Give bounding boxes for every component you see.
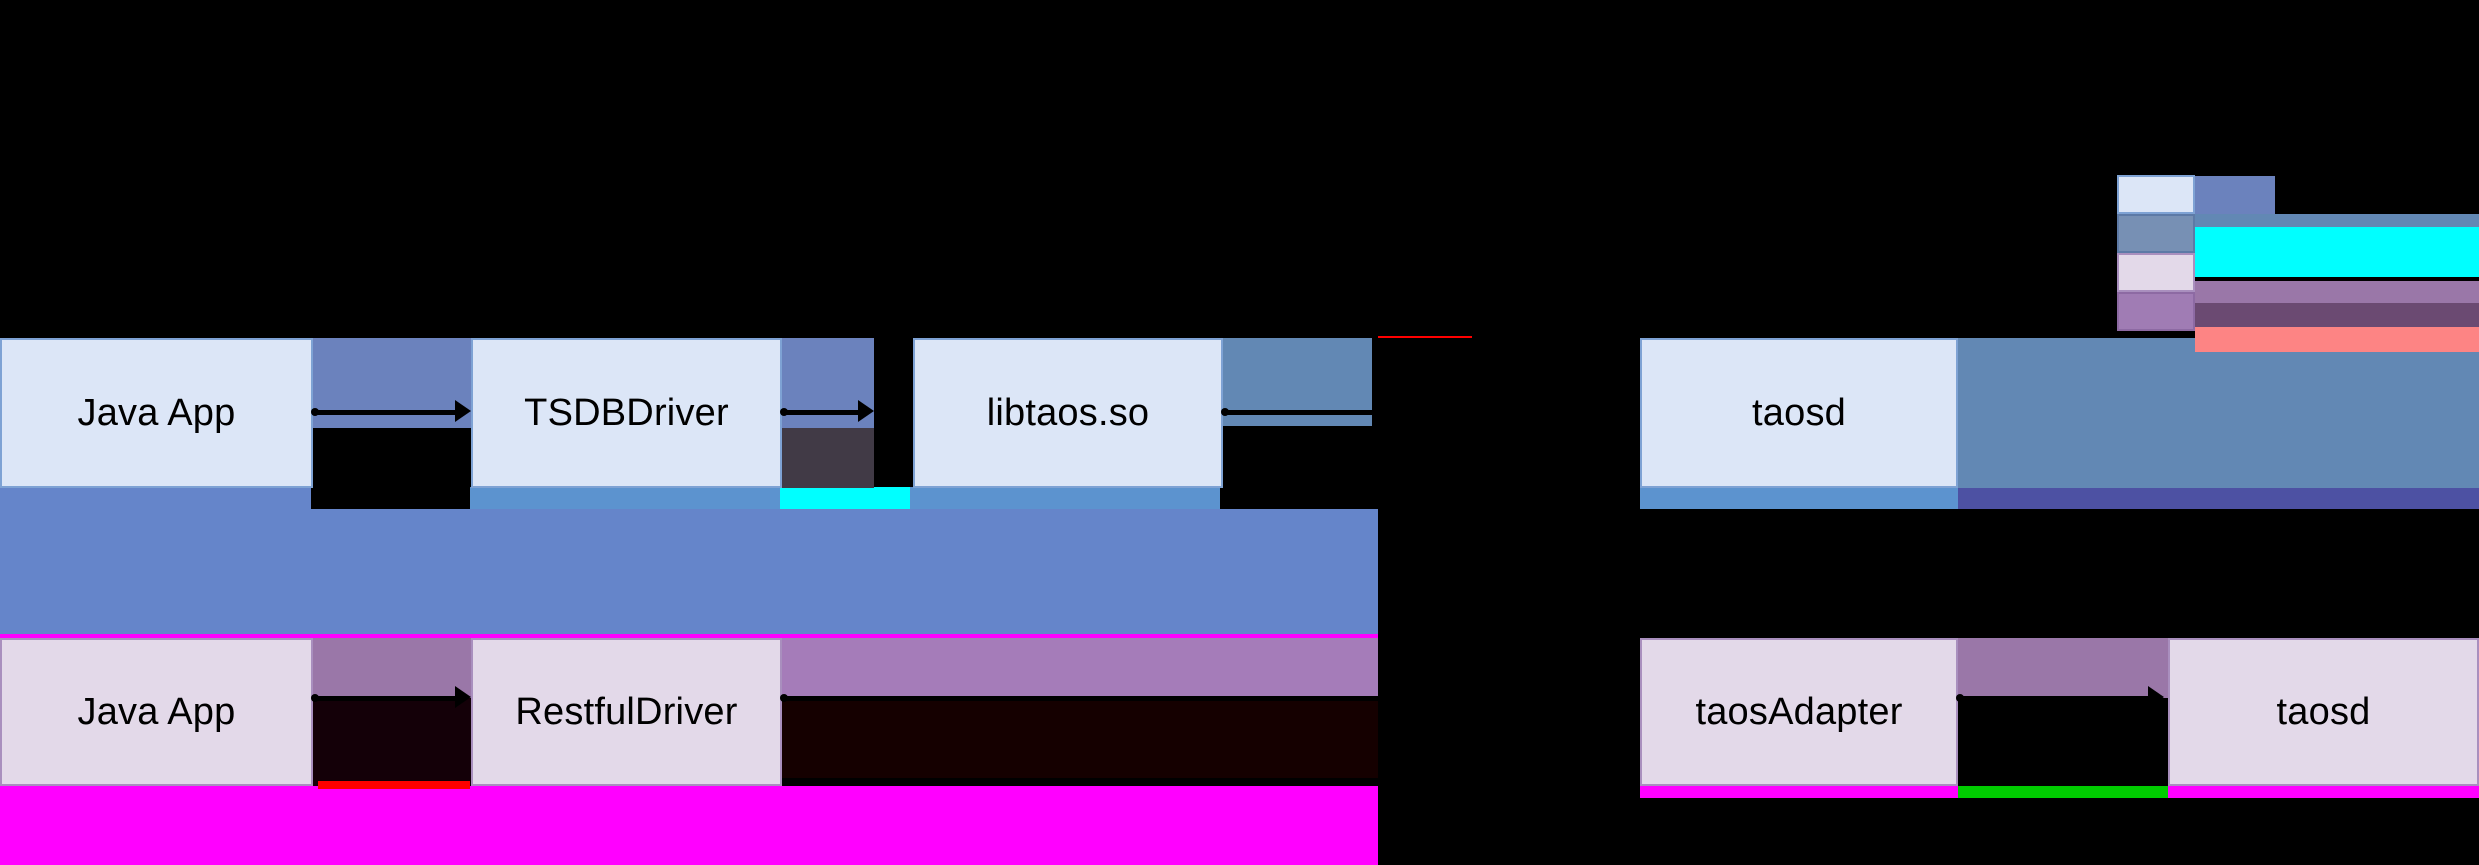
node-label: taosAdapter	[1695, 690, 1903, 733]
node-label: RestfulDriver	[515, 690, 738, 733]
node-label: libtaos.so	[986, 391, 1150, 434]
band-indigo-strip-right	[1958, 487, 2479, 509]
node-label: Java App	[77, 391, 236, 434]
legend-bar-plum	[2195, 303, 2479, 327]
band-steel-right-of-taosd	[1958, 338, 2479, 488]
legend-swatch-0	[2117, 175, 2195, 214]
band-mid-blue-strip-tsdb	[470, 487, 780, 509]
band-purple-right-of-restfuldriver	[782, 638, 1378, 696]
band-mid-blue-strip-libtaos	[910, 487, 1220, 509]
node-taosd-rest[interactable]: taosd	[2168, 638, 2479, 786]
node-label: TSDBDriver	[524, 391, 729, 434]
connector-app-to-tsdbdriver	[315, 410, 457, 415]
band-magenta-bottom	[0, 786, 1378, 865]
band-dark-right-of-restfuldriver	[782, 700, 1378, 778]
node-taosd-native[interactable]: taosd	[1640, 338, 1958, 488]
legend-bar-steel-wide	[2195, 214, 2479, 227]
node-taosadapter[interactable]: taosAdapter	[1640, 638, 1958, 786]
legend-swatch-1	[2117, 214, 2195, 253]
legend	[2117, 175, 2479, 355]
connector-libtaos-to-taosd	[1225, 410, 1625, 415]
arrowhead-tsdbdriver-to-libtaos	[858, 400, 874, 422]
arrowhead-libtaos-to-taosd	[1622, 400, 1638, 422]
node-java-app-native[interactable]: Java App	[0, 338, 313, 488]
band-purple-gap-adapter-taosd	[1958, 638, 2168, 698]
connector-javaapp-to-restfuldriver	[315, 696, 457, 701]
legend-bar-cyan	[2195, 227, 2479, 277]
connector-taosadapter-to-taosd	[1960, 696, 2150, 701]
line-red-top	[1378, 336, 1472, 338]
arrowhead-javaapp-to-restfuldriver	[455, 686, 471, 708]
legend-bar-steel	[2195, 176, 2275, 214]
node-libtaos[interactable]: libtaos.so	[913, 338, 1223, 488]
node-label: taosd	[2276, 690, 2371, 733]
legend-item-0[interactable]	[2117, 175, 2209, 214]
legend-item-2[interactable]	[2117, 253, 2209, 292]
node-java-app-rest[interactable]: Java App	[0, 638, 313, 786]
legend-item-1[interactable]	[2117, 214, 2209, 253]
legend-bar-salmon	[2195, 327, 2479, 352]
line-red-under-gap	[318, 781, 470, 789]
band-dark-gap-app-driver-lower	[313, 698, 471, 786]
arrowhead-taosadapter-to-taosd	[2148, 686, 2164, 708]
arrowhead-app-to-tsdbdriver	[455, 400, 471, 422]
band-green-strip-gap	[1958, 786, 2168, 798]
legend-bar-purple	[2195, 281, 2479, 303]
node-restfuldriver[interactable]: RestfulDriver	[471, 638, 782, 786]
line-magenta-thin	[0, 634, 1378, 638]
legend-swatch-3	[2117, 292, 2195, 331]
band-magenta-strip-taosd	[2168, 786, 2479, 798]
band-steel-strip-left	[0, 487, 311, 509]
connector-tsdbdriver-to-libtaos	[784, 410, 862, 415]
legend-item-3[interactable]	[2117, 292, 2209, 331]
band-mid-blue-strip-taosd	[1640, 487, 1958, 509]
band-purple-gap-app-driver	[313, 638, 471, 698]
node-label: taosd	[1752, 391, 1846, 434]
node-label: Java App	[77, 690, 236, 733]
connector-restfuldriver-to-taosadapter	[784, 696, 1564, 701]
band-blue-middle	[0, 509, 1378, 635]
band-magenta-strip-adapter	[1640, 786, 1958, 798]
band-cyan-strip	[780, 487, 910, 509]
legend-swatch-2	[2117, 253, 2195, 292]
band-charcoal-gap-driver-lib	[782, 428, 874, 488]
node-tsdbdriver[interactable]: TSDBDriver	[471, 338, 782, 488]
